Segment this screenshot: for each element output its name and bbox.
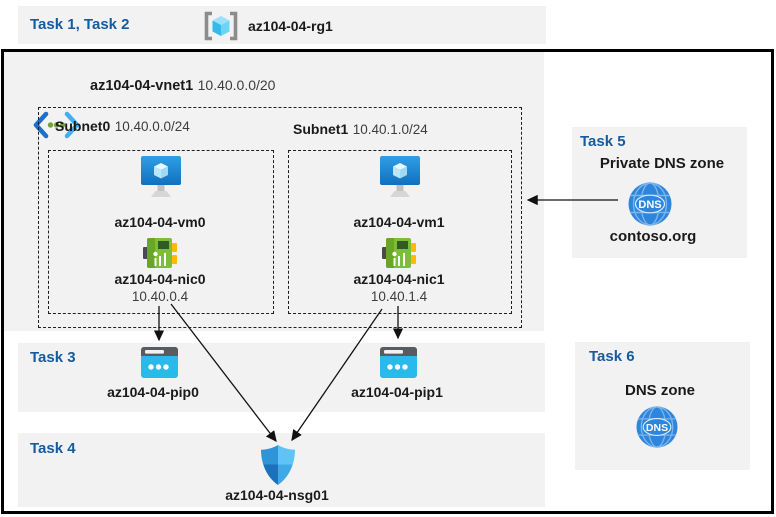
resource-group-name: az104-04-rg1	[248, 18, 333, 34]
virtual-network-icon	[33, 111, 80, 144]
subnet1-inner-box	[288, 150, 512, 314]
dns-zone-icon-text: DNS	[646, 422, 668, 434]
pip0-label: az104-04-pip0	[107, 384, 199, 400]
subnet0-name: Subnet0	[55, 118, 111, 134]
task-3-label: Task 3	[30, 349, 76, 366]
nic1-icon	[382, 236, 416, 275]
private-dns-icon: DNS	[628, 182, 672, 231]
nic0-icon	[143, 236, 177, 275]
subnet1-name: Subnet1	[293, 121, 349, 137]
pip1-label: az104-04-pip1	[351, 384, 443, 400]
private-dns-zone-title: Private DNS zone	[599, 155, 725, 172]
vnet-cidr: 10.40.0.0/20	[197, 77, 276, 93]
nic0-ip: 10.40.0.4	[131, 289, 189, 304]
nsg-label: az104-04-nsg01	[225, 487, 329, 503]
task-1-2-label: Task 1, Task 2	[30, 16, 130, 33]
subnet0-cidr: 10.40.0.0/24	[114, 119, 190, 134]
private-dns-icon-text: DNS	[638, 199, 661, 211]
vnet-title: az104-04-vnet1 10.40.0.0/20	[90, 77, 275, 95]
nic1-ip: 10.40.1.4	[370, 289, 428, 304]
task-5-label: Task 5	[580, 133, 626, 150]
nsg-shield-icon	[261, 445, 295, 490]
dns-zone-title: DNS zone	[624, 382, 695, 399]
task-5-box: Task 5 Private DNS zone DNS contoso.org	[572, 127, 747, 258]
task-3-band: Task 3 az104-04-pip0 az104-04-pip1	[18, 343, 545, 412]
task-1-2-band: Task 1, Task 2 az104-04-rg1	[18, 6, 546, 44]
subnet1-title: Subnet1 10.40.1.0/24	[293, 121, 428, 139]
subnet1-cidr: 10.40.1.0/24	[352, 122, 428, 137]
resource-group-icon	[203, 11, 239, 46]
pip0-icon	[141, 347, 178, 383]
vm1-label: az104-04-vm1	[353, 214, 445, 230]
subnets-container	[38, 107, 522, 328]
subnet0-title: Subnet0 10.40.0.0/24	[55, 118, 190, 136]
vnet-name: az104-04-vnet1	[90, 78, 194, 94]
nic0-label: az104-04-nic0	[114, 271, 206, 287]
subnet0-inner-box	[48, 150, 274, 314]
task-4-band: Task 4 az104-04-nsg01	[18, 433, 545, 507]
vnet-box: az104-04-vnet1 10.40.0.0/20 Subnet0 10.4…	[4, 52, 544, 331]
task-6-box: Task 6 DNS zone DNS	[575, 342, 750, 470]
private-dns-zone-name: contoso.org	[609, 228, 697, 245]
dns-zone-icon: DNS	[636, 406, 678, 453]
pip1-icon	[380, 347, 417, 383]
task-6-label: Task 6	[589, 348, 635, 365]
vm0-icon	[140, 156, 182, 207]
nic1-label: az104-04-nic1	[353, 271, 445, 287]
vm0-label: az104-04-vm0	[114, 214, 206, 230]
vm1-icon	[379, 156, 421, 207]
outer-frame	[1, 49, 774, 514]
task-4-label: Task 4	[30, 440, 76, 457]
